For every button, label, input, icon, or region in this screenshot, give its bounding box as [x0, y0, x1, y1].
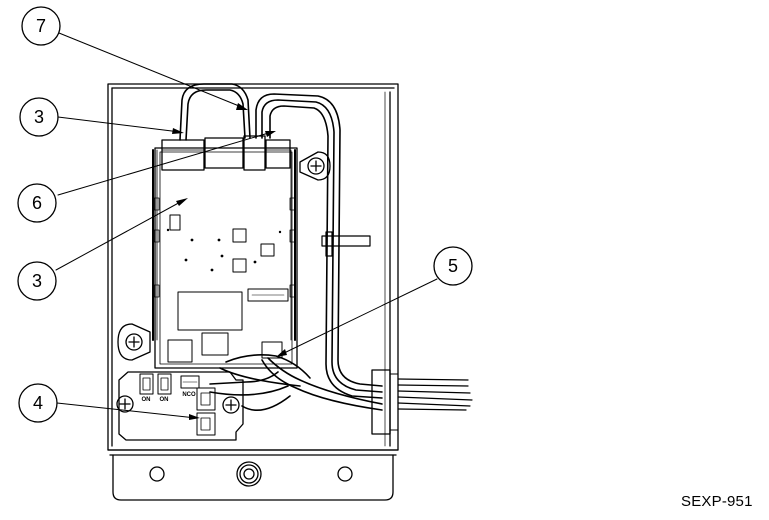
callout-circle-6 [17, 183, 57, 223]
drawing-reference-code: SEXP-951 [681, 493, 753, 510]
mounting-stud [236, 461, 262, 487]
callout-label-7: 7 [36, 16, 46, 36]
callout-circle-5 [433, 246, 473, 286]
enclosure-panel [107, 83, 399, 501]
ground-screw-top-right [299, 151, 331, 181]
callout-label-6: 6 [32, 193, 42, 213]
bracket-screw-left [116, 395, 134, 413]
bracket-screw-right [222, 396, 240, 414]
external-leads [397, 378, 473, 411]
callout-label-3-lower: 3 [32, 271, 42, 291]
leader-arrowheads [172, 103, 287, 420]
ground-screw-left [117, 323, 151, 361]
mounting-hole-right [337, 466, 353, 482]
switch-label-nco: NCO [182, 392, 196, 398]
leader-lines [55, 32, 438, 419]
switch-label-on-1: ON [142, 397, 151, 403]
wire-harness [179, 83, 383, 412]
callout-label-3-upper: 3 [34, 107, 44, 127]
callout-label-5: 5 [448, 256, 458, 276]
callout-label-4: 4 [33, 393, 43, 413]
callout-circle-4 [18, 383, 58, 423]
board-solder-dots [166, 228, 282, 272]
callout-circle-3-lower [17, 261, 57, 301]
control-board [152, 147, 298, 369]
top-connector-block [161, 135, 291, 171]
terminal-bracket [118, 371, 244, 441]
mounting-hole-left [149, 466, 165, 482]
callout-circle-3-upper [19, 97, 59, 137]
callout-circle-7 [21, 6, 61, 46]
cable-clamp [371, 369, 399, 435]
switch-label-on-2: ON [160, 397, 169, 403]
